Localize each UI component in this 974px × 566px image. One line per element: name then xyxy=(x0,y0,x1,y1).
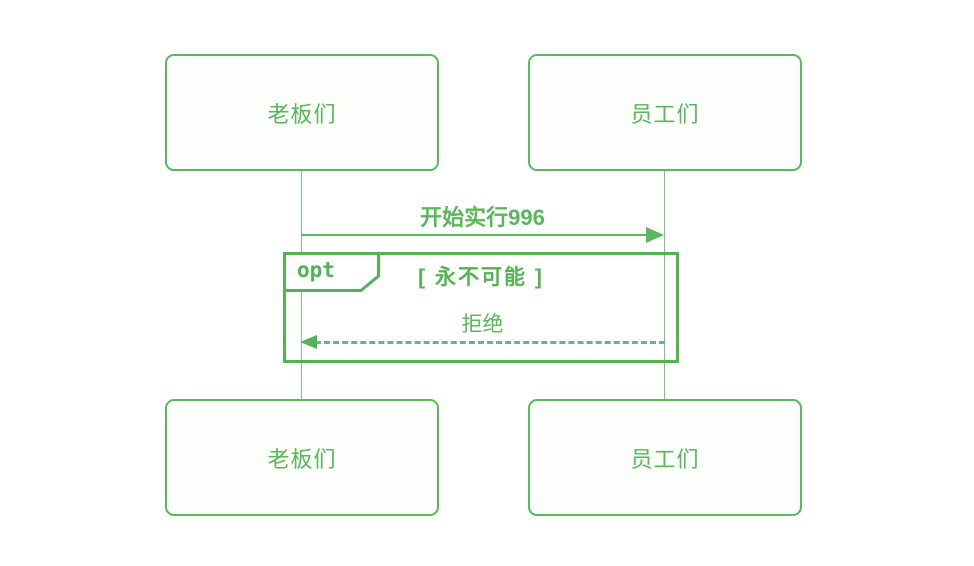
actor-label-bosses-bottom: 老板们 xyxy=(267,446,337,472)
actor-box-bosses-bottom: 老板们 xyxy=(165,399,439,516)
actor-label-bosses-top: 老板们 xyxy=(267,101,337,127)
actor-box-employees-top: 员工们 xyxy=(528,54,802,171)
actor-label-employees-bottom: 员工们 xyxy=(630,446,700,472)
lifeline-employees xyxy=(664,170,665,399)
opt-operator-label: opt xyxy=(297,258,335,282)
actor-box-bosses-top: 老板们 xyxy=(165,54,439,171)
opt-tab-shape-icon xyxy=(283,252,380,292)
actor-label-employees-top: 员工们 xyxy=(630,101,700,127)
message-label-refuse: 拒绝 xyxy=(461,313,504,336)
actor-box-employees-bottom: 员工们 xyxy=(528,399,802,516)
message-line-start-996 xyxy=(301,234,649,236)
arrowhead-right-icon xyxy=(646,227,664,243)
opt-condition-label: [ 永不可能 ] xyxy=(418,266,544,289)
opt-fragment-frame: opt [ 永不可能 ] xyxy=(283,252,679,363)
arrowhead-left-icon xyxy=(300,335,317,349)
message-line-refuse xyxy=(315,341,665,344)
message-label-start-996: 开始实行996 xyxy=(420,205,545,230)
opt-fragment-tab: opt xyxy=(283,252,380,292)
